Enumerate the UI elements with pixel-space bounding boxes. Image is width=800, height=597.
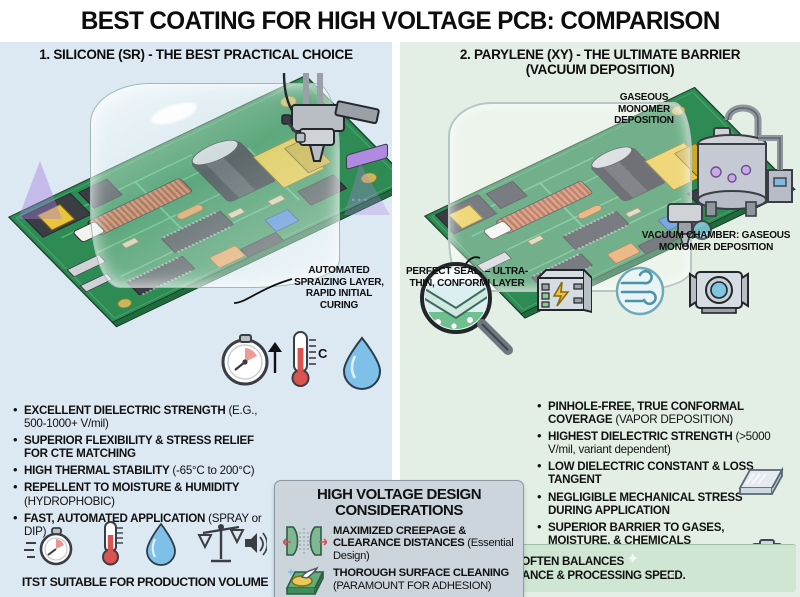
list-item: FAST, AUTOMATED APPLICATION (SPRAY or DI… [12, 511, 280, 538]
parylene-bullet-list: PINHOLE-FREE, TRUE CONFORMAL COVERAGE (V… [526, 396, 794, 551]
callout-spraying: AUTOMATED SPRAIZING LAYER, RAPID INITIAL… [294, 265, 384, 311]
panel-silicone-heading: 1. SILICONE (SR) - THE BEST PRACTICAL CH… [0, 42, 392, 66]
consideration-row-creepage: MAXIMIZED CREEPAGE & CLEARANCE DISTANCES… [283, 524, 515, 563]
list-item: EXCELLENT DIELECTRIC STRENGTH (E.G., 500… [12, 403, 280, 430]
list-item: HIGH THERMAL STABILITY (-65°C to 200°C) [12, 463, 280, 478]
consideration-text: MAXIMIZED CREEPAGE & CLEARANCE DISTANCES… [333, 524, 514, 562]
silicone-illustration: ••• AUTOMATED SPRAIZING LAYER, RAPID INI… [0, 65, 415, 328]
list-item: LOW DIELECTRIC CONSTANT & LOSS TANGENT [536, 459, 786, 486]
magnifier-coating-detail [408, 246, 526, 356]
component-connector [79, 272, 114, 293]
spray-beam [18, 161, 62, 220]
uv-sparkles: ••• [351, 195, 370, 206]
parylene-conformal-shell [448, 102, 692, 293]
panel-parylene-heading: 2. PARYLENE (XY) - THE ULTIMATE BARRIER … [400, 42, 800, 81]
page-title-bar: BEST COATING FOR HIGH VOLTAGE PCB: COMPA… [0, 0, 800, 42]
surface-cleaning-icon [283, 566, 327, 597]
list-item: HIGHEST DIELECTRIC STRENGTH (>5000 V/mil… [536, 429, 786, 456]
parylene-illustration: GASEOUS MONOMER DEPOSITION VACUUM CHAMBE… [400, 80, 800, 356]
creepage-clearance-icon [283, 524, 327, 558]
list-item: SUPERIOR BARRIER TO GASES, MOISTURE, & C… [536, 520, 786, 547]
silicone-inline-icons: C [212, 324, 392, 400]
stopwatch-icon [23, 527, 72, 566]
production-volume-caption: ITST SUITABLE FOR PRODUCTION VOLUME [21, 575, 269, 589]
deposition-head-icon [667, 203, 712, 248]
panel-divider [392, 42, 400, 597]
balance-scale-icon [196, 524, 267, 563]
comparison-panels: 1. SILICONE (SR) - THE BEST PRACTICAL CH… [0, 42, 800, 597]
vapor-flow-icon [615, 266, 665, 316]
vacuum-reactor [684, 98, 796, 230]
thermometer-icon [101, 521, 123, 566]
consideration-row-cleaning: THOROUGH SURFACE CLEANING (PARAMOUNT FOR… [283, 566, 515, 597]
list-item: SUPERIOR FLEXIBILITY & STRESS RELIEF FOR… [12, 433, 280, 460]
silicone-bullet-list: EXCELLENT DIELECTRIC STRENGTH (E.G., 500… [2, 400, 288, 542]
uv-beam [344, 163, 390, 216]
up-arrow-icon [268, 342, 282, 373]
hv-generator-icon [537, 269, 592, 314]
water-drop-icon [145, 522, 176, 566]
list-item: NEGLIGIBLE MECHANICAL STRESS DURING APPL… [536, 490, 786, 517]
list-item: PINHOLE-FREE, TRUE CONFORMAL COVERAGE (V… [536, 399, 786, 426]
water-drop-icon [342, 336, 382, 390]
callout-gaseous-monomer: GASEOUS MONOMER DEPOSITION [614, 92, 674, 127]
list-item: REPELLENT TO MOISTURE & HUMIDITY (HYDROP… [12, 480, 280, 507]
high-voltage-considerations-card: HIGH VOLTAGE DESIGN CONSIDERATIONS [274, 480, 524, 597]
callout-vacuum-chamber: VACUUM CHAMBER: GASEOUS MONOMER DEPOSITI… [641, 230, 791, 253]
callout-leader-line [233, 278, 293, 305]
panel-parylene: 2. PARYLENE (XY) - THE ULTIMATE BARRIER … [400, 42, 800, 597]
consideration-text: THOROUGH SURFACE CLEANING (PARAMOUNT FOR… [333, 567, 509, 592]
vacuum-chamber-icon [689, 271, 749, 314]
thin-film-slab-icon [738, 466, 784, 495]
parylene-process-icons [530, 264, 800, 318]
sparkle-decoration: ✦ [626, 551, 640, 568]
thermometer-celsius-icon [291, 331, 316, 387]
spray-nozzle-assembly [266, 71, 384, 221]
callout-perfect-seal: PERFECT SEAL, – ULTRA-THIN, CONFORMI LAY… [405, 266, 529, 289]
stopwatch-icon [221, 334, 269, 386]
production-icon-strip [0, 519, 290, 567]
celsius-label: C [318, 346, 328, 361]
component-connector [66, 254, 107, 278]
center-card-title: HIGH VOLTAGE DESIGN CONSIDERATIONS [316, 486, 482, 519]
sparkle-decoration: ✦ [666, 570, 676, 582]
page-title: BEST COATING FOR HIGH VOLTAGE PCB: COMPA… [80, 6, 720, 35]
